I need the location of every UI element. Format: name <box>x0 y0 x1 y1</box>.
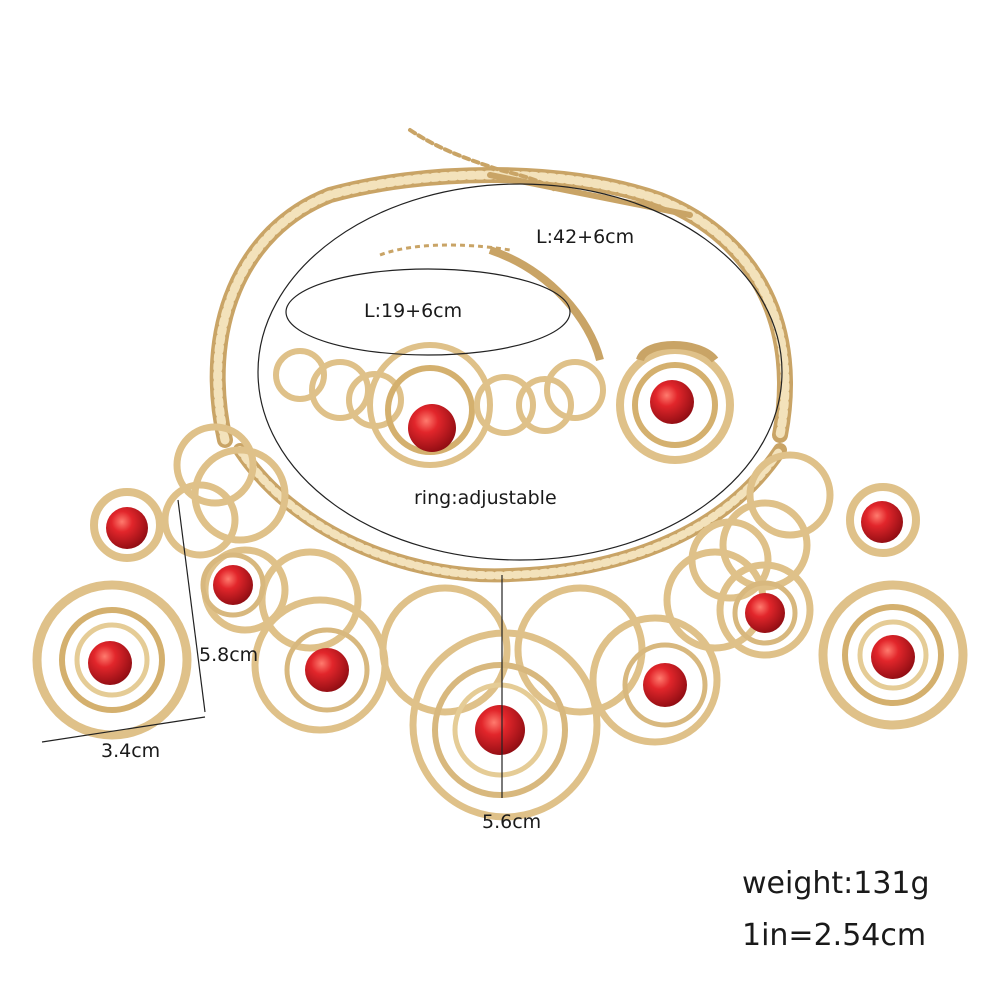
right-earring-bottom-stone <box>871 635 915 679</box>
left-earring-top-stone <box>106 507 148 549</box>
bracelet <box>273 243 606 468</box>
necklace-stones <box>200 552 798 798</box>
necklace-links <box>161 423 834 821</box>
earring-height-label: 5.8cm <box>199 644 259 666</box>
bracelet-length-label: L:19+6cm <box>364 300 463 322</box>
right-earring-top-stone <box>861 501 903 543</box>
earring-width-label: 3.4cm <box>101 740 161 762</box>
bracelet-stone <box>408 404 456 452</box>
conversion-label: 1in=2.54cm <box>742 918 927 953</box>
bracelet-length-ellipse <box>285 268 571 356</box>
earring-width-line <box>41 716 206 743</box>
right-earring <box>818 483 968 730</box>
necklace-length-label: L:42+6cm <box>536 226 635 248</box>
necklace-length-ellipse <box>257 183 783 561</box>
left-earring-bottom-stone <box>88 641 132 685</box>
pendant-height-label: 5.6cm <box>482 811 542 833</box>
ring-stone <box>650 380 694 424</box>
earring-height-line <box>177 499 206 713</box>
necklace-collar <box>209 128 793 583</box>
weight-label: weight:131g <box>742 866 930 901</box>
ring <box>616 341 734 464</box>
measurement-lines <box>41 183 783 798</box>
left-earring <box>32 488 192 740</box>
ring-adjustable-label: ring:adjustable <box>414 487 557 509</box>
